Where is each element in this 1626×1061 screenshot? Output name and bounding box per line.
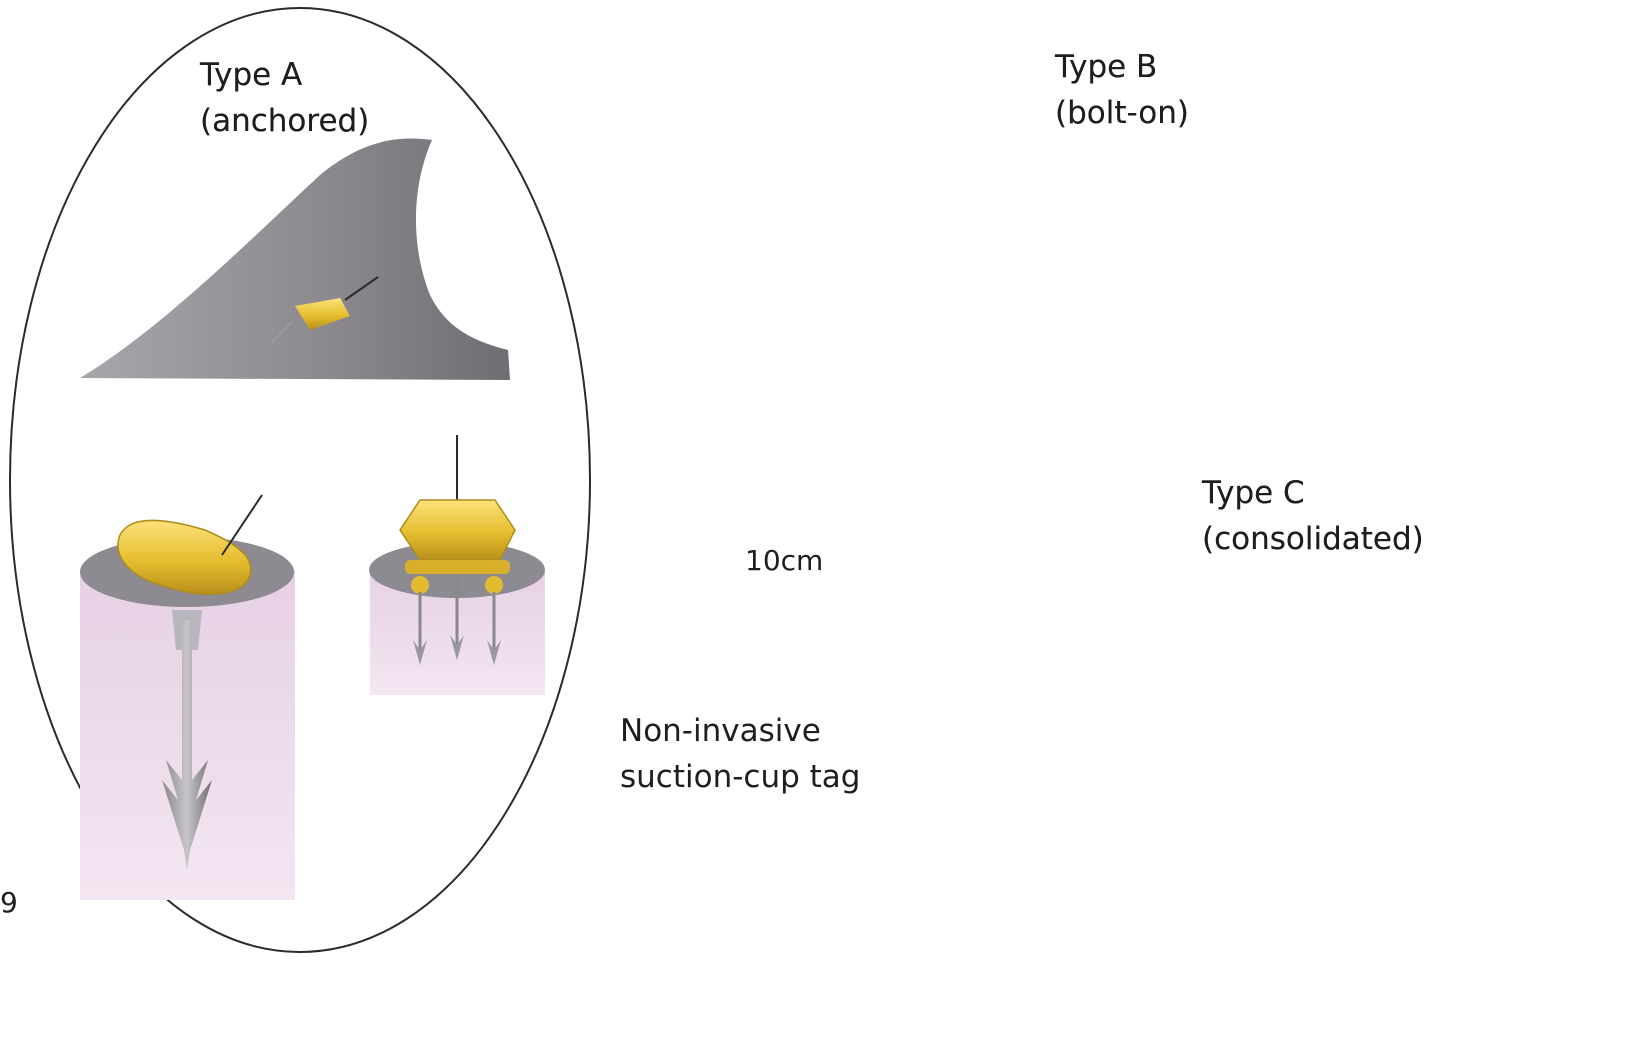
type-c-subtitle: (consolidated): [1202, 516, 1424, 562]
type-c-title: Type C: [1202, 470, 1424, 516]
type-a-label-overlay: Type A (anchored): [200, 52, 369, 144]
type-b-label-overlay: Type B (bolt-on): [1055, 44, 1189, 136]
type-a-title: Type A: [200, 52, 369, 98]
edge-fragment-text: 9: [0, 880, 18, 926]
type-a-fin: [80, 139, 510, 380]
suction-cup-label-line2: suction-cup tag: [620, 754, 860, 800]
type-a-group: [10, 8, 590, 952]
type-c-label-overlay: Type C (consolidated): [1202, 470, 1424, 562]
type-b-subtitle: (bolt-on): [1055, 90, 1189, 136]
multi-pin-anchored-tag: [369, 435, 545, 695]
type-b-title: Type B: [1055, 44, 1189, 90]
single-dart-anchored-tag: [80, 495, 295, 900]
suction-cup-label: Non-invasive suction-cup tag: [620, 708, 860, 800]
type-a-subtitle: (anchored): [200, 98, 369, 144]
scale-bar-label: 10cm: [745, 538, 823, 584]
suction-cup-label-line1: Non-invasive: [620, 708, 860, 754]
